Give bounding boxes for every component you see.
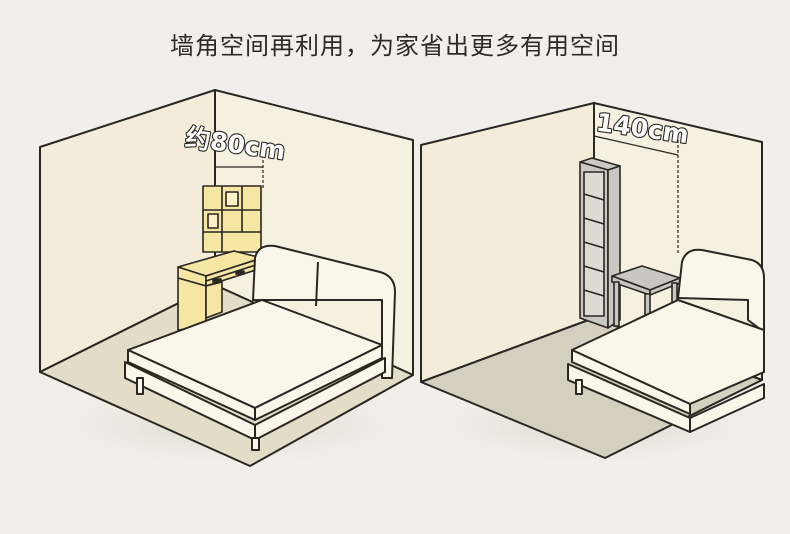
corner-desk-hutch [177,185,263,331]
bed [567,248,765,433]
headline: 墙角空间再利用，为家省出更多有用空间 [170,32,620,60]
bed [124,244,396,451]
side-table [611,265,681,333]
left-room: 约80cm [15,89,445,473]
dimension-lines [593,130,679,255]
dimension-lines [214,160,264,188]
right-room: 140cm [400,102,790,470]
tall-shelf [579,157,621,329]
